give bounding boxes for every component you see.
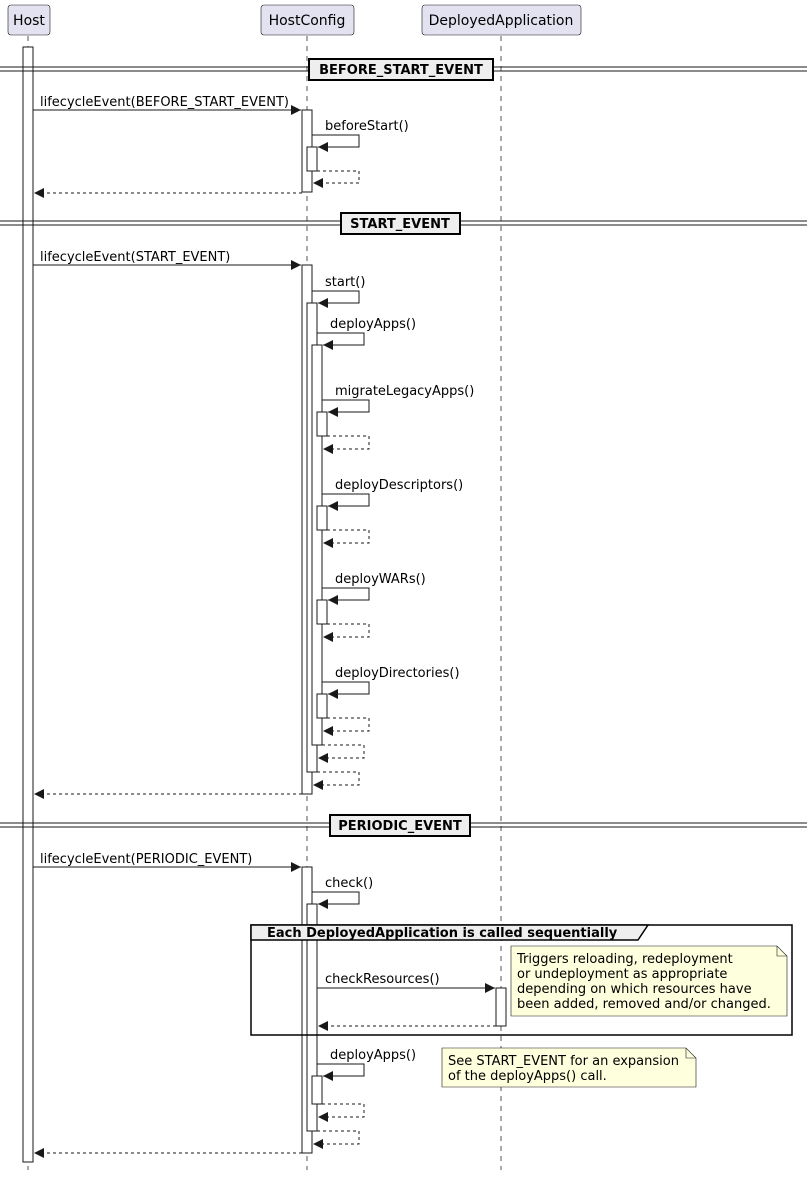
divider-periodic: PERIODIC_EVENT — [0, 814, 807, 837]
return-arrow — [313, 1130, 360, 1149]
divider-label: START_EVENT — [350, 217, 450, 232]
note-line: been added, removed and/or changed. — [517, 997, 771, 1012]
note-line: depending on which resources have — [517, 982, 752, 997]
message-deploy-directories: deployDirectories() — [322, 666, 460, 699]
hostconfig-activation — [306, 146, 318, 172]
return-arrow — [313, 170, 360, 188]
message-label: deployDescriptors() — [335, 478, 463, 493]
participant-deployed: DeployedApplication — [421, 4, 582, 36]
note-line: or undeployment as appropriate — [517, 967, 727, 982]
message-label: checkResources() — [325, 972, 440, 987]
message-label: check() — [325, 876, 373, 891]
hostconfig-activation — [311, 344, 323, 746]
message-deploy-descriptors: deployDescriptors() — [322, 478, 463, 511]
message-label: deployWARs() — [335, 572, 426, 587]
message-start: start() — [312, 275, 365, 308]
message-label: lifecycleEvent(BEFORE_START_EVENT) — [40, 95, 289, 110]
message-label: beforeStart() — [325, 119, 409, 134]
note-line: See START_EVENT for an expansion — [448, 1054, 679, 1069]
divider-before-start: BEFORE_START_EVENT — [0, 58, 807, 81]
group-frame: Each DeployedApplication is called seque… — [250, 924, 793, 1036]
message-lifecycle-start: lifecycleEvent(START_EVENT) — [33, 250, 301, 270]
message-before-start: beforeStart() — [312, 119, 409, 152]
message-deploy-apps-periodic: deployApps() — [317, 1048, 416, 1081]
participant-host: Host — [7, 4, 51, 36]
hostconfig-activation — [316, 411, 328, 437]
message-check: check() — [312, 876, 373, 909]
note-line: Triggers reloading, redeployment — [516, 952, 733, 967]
return-arrow — [323, 717, 370, 736]
hostconfig-activation — [316, 693, 328, 719]
message-lifecycle-before-start: lifecycleEvent(BEFORE_START_EVENT) — [33, 95, 301, 115]
message-label: deployApps() — [330, 1048, 416, 1063]
hostconfig-activation — [311, 1075, 323, 1105]
return-arrow — [323, 529, 370, 548]
message-check-resources: checkResources() — [317, 972, 495, 993]
message-deploy-apps: deployApps() — [317, 317, 416, 350]
note-deploy-apps: See START_EVENT for an expansion of the … — [441, 1047, 697, 1088]
note-line: of the deployApps() call. — [448, 1069, 607, 1084]
note-check-resources: Triggers reloading, redeployment or unde… — [510, 945, 788, 1017]
message-label: deployApps() — [330, 317, 416, 332]
group-label: Each DeployedApplication is called seque… — [267, 926, 618, 941]
divider-start: START_EVENT — [0, 212, 807, 235]
hostconfig-activation — [316, 505, 328, 531]
message-migrate-legacy-apps: migrateLegacyApps() — [322, 384, 474, 417]
message-label: deployDirectories() — [335, 666, 460, 681]
participant-deployed-label: DeployedApplication — [429, 13, 574, 29]
divider-label: PERIODIC_EVENT — [338, 819, 462, 834]
return-arrow — [318, 744, 365, 763]
hostconfig-activation — [316, 599, 328, 625]
return-arrow — [323, 623, 370, 642]
message-lifecycle-periodic: lifecycleEvent(PERIODIC_EVENT) — [33, 852, 301, 872]
divider-label: BEFORE_START_EVENT — [319, 63, 483, 78]
message-deploy-wars: deployWARs() — [322, 572, 426, 605]
deployed-activation — [495, 987, 507, 1027]
message-label: lifecycleEvent(PERIODIC_EVENT) — [40, 852, 252, 867]
participant-hostconfig: HostConfig — [260, 4, 355, 36]
return-arrow — [323, 435, 370, 454]
return-arrows — [34, 170, 496, 1158]
participant-host-label: Host — [13, 13, 45, 29]
return-arrow — [313, 771, 360, 790]
return-arrow — [318, 1103, 365, 1122]
host-activation — [22, 46, 34, 1163]
message-label: lifecycleEvent(START_EVENT) — [40, 250, 230, 265]
message-label: start() — [325, 275, 365, 290]
participant-hostconfig-label: HostConfig — [269, 13, 346, 29]
message-label: migrateLegacyApps() — [335, 384, 474, 399]
hostconfig-activation — [306, 903, 318, 1132]
